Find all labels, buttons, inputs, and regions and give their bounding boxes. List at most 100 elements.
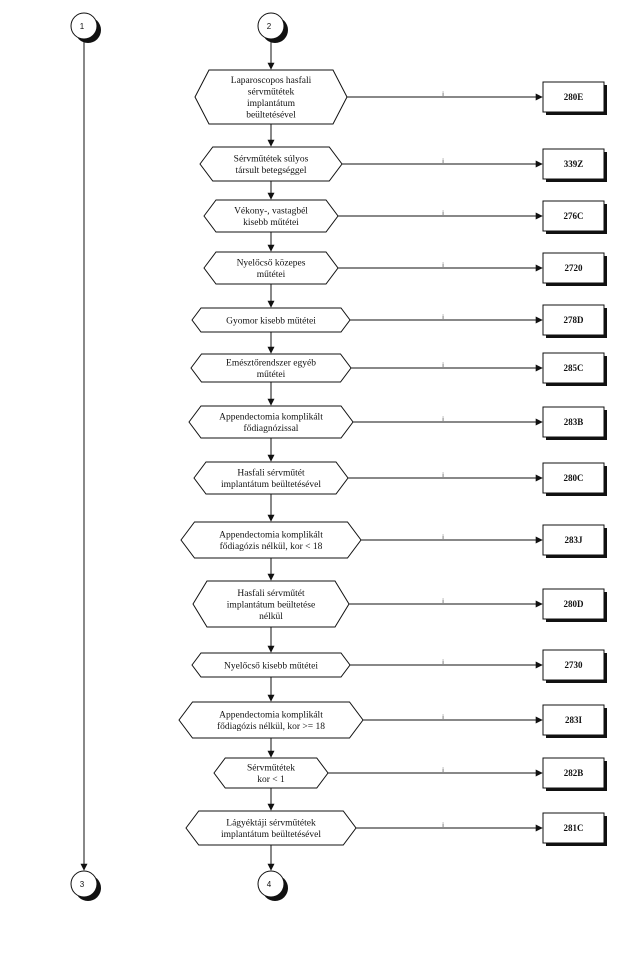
node-label-line: implantátum bbox=[247, 99, 296, 109]
edge-label: i bbox=[442, 315, 443, 321]
result-box bbox=[542, 81, 605, 113]
node-label-line: kisebb műtétei bbox=[243, 218, 299, 228]
result-box bbox=[542, 352, 605, 384]
node-label-line: Appendectomia komplikált bbox=[219, 711, 323, 721]
result-code: 280C bbox=[564, 473, 584, 483]
result-box-280D: 280D bbox=[542, 588, 607, 622]
connector-2: 2 bbox=[257, 12, 288, 43]
node-hexagon bbox=[194, 69, 348, 125]
result-box-282B: 282B bbox=[542, 757, 607, 791]
connector-circle bbox=[70, 12, 98, 40]
node-label-line: Sérvműtétek súlyos bbox=[234, 155, 309, 165]
edge-label: i bbox=[442, 660, 443, 666]
node-label-line: implantátum beültetése bbox=[227, 600, 315, 610]
result-box bbox=[542, 757, 605, 789]
result-code: 281C bbox=[564, 823, 584, 833]
edge-label: i bbox=[442, 417, 443, 423]
connector-label: 1 bbox=[80, 22, 85, 31]
node-label-line: implantátum beültetésével bbox=[221, 480, 321, 490]
node-label-line: Gyomor kisebb műtétei bbox=[226, 316, 316, 326]
result-box-278D: 278D bbox=[542, 304, 607, 338]
result-box-280C: 280C bbox=[542, 462, 607, 496]
node-label-line: Nyelőcső kisebb műtétei bbox=[224, 661, 318, 671]
node-hexagon bbox=[188, 405, 354, 439]
connector-label: 3 bbox=[80, 880, 85, 889]
node-hexagon bbox=[199, 146, 343, 182]
result-box bbox=[542, 252, 605, 284]
result-box-2720: 2720 bbox=[542, 252, 607, 286]
edge-label: i bbox=[442, 715, 443, 721]
node-label-line: Emésztőrendszer egyéb bbox=[226, 359, 316, 369]
edge-label: i bbox=[442, 599, 443, 605]
node-hexagon bbox=[203, 251, 339, 285]
result-box-339Z: 339Z bbox=[542, 148, 607, 182]
node-hexagon bbox=[203, 199, 339, 233]
result-box bbox=[542, 148, 605, 180]
result-box bbox=[542, 588, 605, 620]
node-label-line: műtétei bbox=[257, 370, 286, 380]
result-code: 280D bbox=[564, 599, 585, 609]
connector-4: 4 bbox=[257, 870, 288, 901]
node-label-line: fődiagózis nélkül, kor < 18 bbox=[220, 541, 323, 552]
node-11: Nyelőcső kisebb műtétei bbox=[191, 652, 351, 678]
edge-label: i bbox=[442, 211, 443, 217]
node-hexagon bbox=[178, 701, 364, 739]
node-5: Gyomor kisebb műtétei bbox=[191, 307, 351, 333]
node-label-line: Sérvműtétek bbox=[247, 764, 295, 774]
node-label-line: Appendectomia komplikált bbox=[219, 413, 323, 423]
result-code: 278D bbox=[564, 315, 585, 325]
node-hexagon bbox=[180, 521, 362, 559]
result-box bbox=[542, 304, 605, 336]
node-hexagon bbox=[190, 353, 352, 383]
edge-label: i bbox=[442, 535, 443, 541]
node-hexagon bbox=[191, 652, 351, 678]
node-label-line: Nyelőcső közepes bbox=[237, 259, 306, 269]
shapes-layer: 1 2 3 4 Laparoscopos hasfalisérvműtétekimpla… bbox=[70, 12, 607, 901]
node-label-line: Vékony-, vastagbél bbox=[234, 207, 308, 217]
connector-circle bbox=[257, 870, 285, 898]
result-box-280E: 280E bbox=[542, 81, 607, 115]
node-label-line: beültetésével bbox=[246, 111, 296, 121]
result-box-283I: 283I bbox=[542, 704, 607, 738]
edge-label: i bbox=[442, 363, 443, 369]
node-hexagon bbox=[192, 580, 350, 628]
result-code: 282B bbox=[564, 768, 584, 778]
node-hexagon bbox=[185, 810, 357, 846]
result-code: 283B bbox=[564, 417, 584, 427]
result-box-2730: 2730 bbox=[542, 649, 607, 683]
result-box-285C: 285C bbox=[542, 352, 607, 386]
edge-label: i bbox=[442, 473, 443, 479]
connector-label: 2 bbox=[267, 22, 272, 31]
node-label-line: Laparoscopos hasfali bbox=[231, 75, 312, 86]
result-box bbox=[542, 649, 605, 681]
connector-label: 4 bbox=[267, 880, 272, 889]
node-hexagon bbox=[193, 461, 349, 495]
edge-label: i bbox=[442, 92, 443, 98]
node-hexagon bbox=[213, 757, 329, 789]
node-1: Laparoscopos hasfalisérvműtétekimplantát… bbox=[194, 69, 348, 125]
node-label-line: Hasfali sérvműtét bbox=[237, 588, 305, 599]
connector-circle bbox=[257, 12, 285, 40]
result-box-281C: 281C bbox=[542, 812, 607, 846]
result-box-276C: 276C bbox=[542, 200, 607, 234]
node-label-line: társult betegséggel bbox=[236, 166, 307, 176]
edge-label: i bbox=[442, 263, 443, 269]
connector-3: 3 bbox=[70, 870, 101, 901]
node-hexagon bbox=[191, 307, 351, 333]
node-label-line: fődiagnózissal bbox=[244, 423, 299, 434]
result-code: 280E bbox=[564, 92, 584, 102]
connector-1: 1 bbox=[70, 12, 101, 43]
result-box bbox=[542, 462, 605, 494]
result-code: 283I bbox=[565, 715, 583, 725]
node-label-line: Lágyéktáji sérvműtétek bbox=[226, 819, 316, 829]
